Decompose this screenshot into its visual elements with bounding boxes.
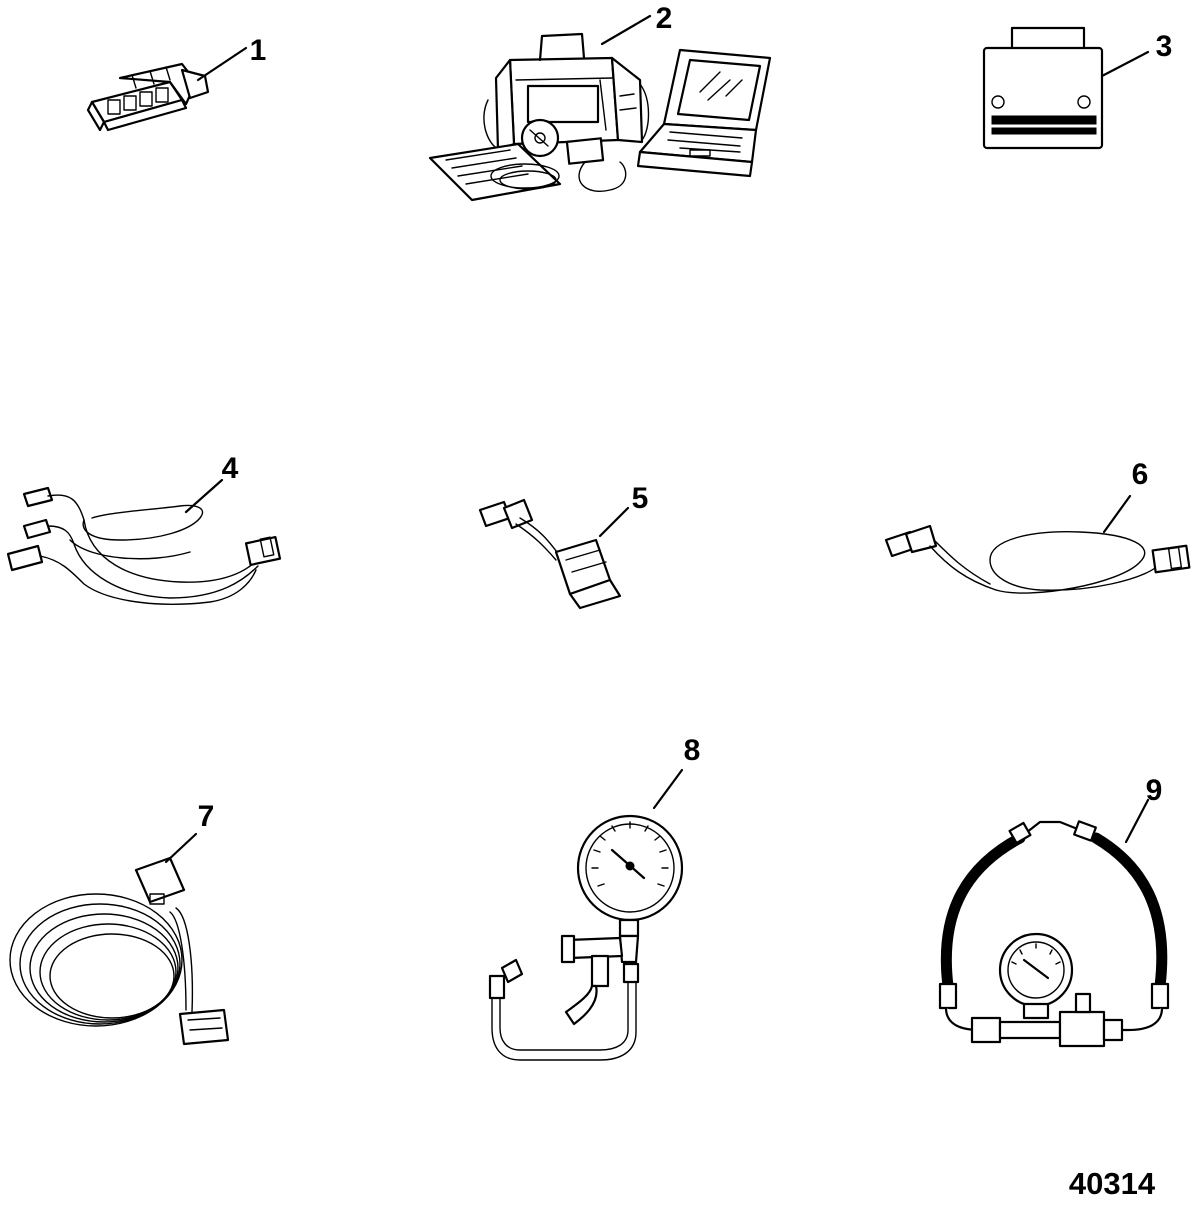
callout-3: 3 xyxy=(1156,30,1173,63)
item-3-ecm-module-icon: 3 xyxy=(982,26,1173,150)
callout-8: 8 xyxy=(684,734,701,767)
item-6-interface-cable-icon: 6 xyxy=(884,458,1191,594)
figure-number: 40314 xyxy=(1069,1166,1156,1201)
item-2-diagnostic-kit-icon: 2 xyxy=(428,2,772,202)
item-7-coiled-cable-icon: 7 xyxy=(9,800,230,1046)
item-8-fuel-pressure-gauge-icon: 8 xyxy=(488,734,701,1061)
callout-9: 9 xyxy=(1146,774,1163,807)
callout-1: 1 xyxy=(250,34,267,67)
callout-5: 5 xyxy=(632,482,649,515)
item-9-gauge-hose-assembly-icon: 9 xyxy=(938,774,1170,1048)
item-1-connector-plug-icon: 1 xyxy=(86,34,267,132)
item-5-adapter-harness-icon: 5 xyxy=(478,482,649,610)
item-4-harness-icon: 4 xyxy=(6,452,282,605)
callout-6: 6 xyxy=(1132,458,1149,491)
callout-2: 2 xyxy=(656,2,673,35)
callout-4: 4 xyxy=(222,452,239,485)
callout-7: 7 xyxy=(198,800,215,833)
